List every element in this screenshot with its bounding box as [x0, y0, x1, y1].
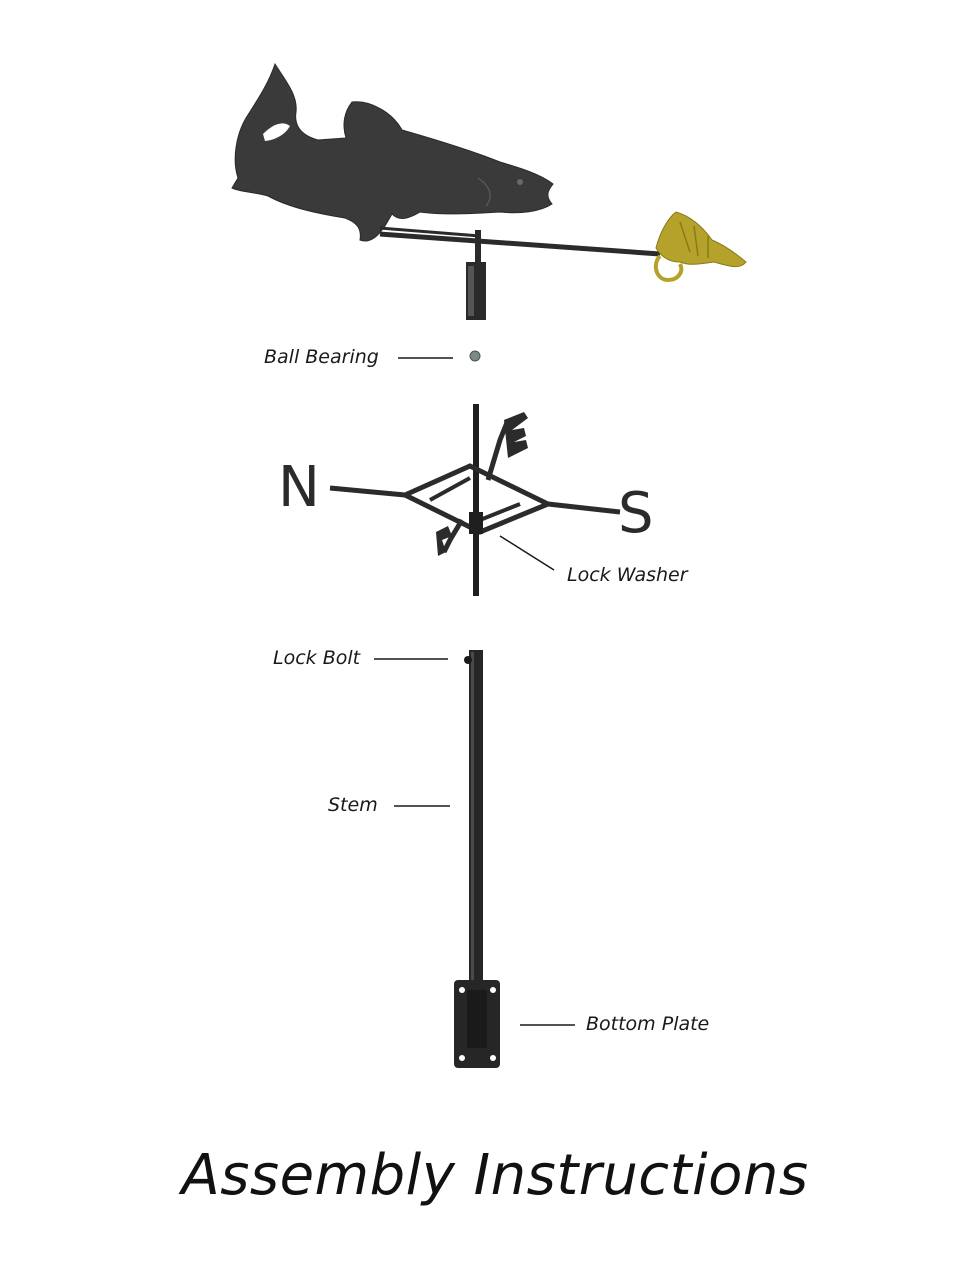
lock-washer	[469, 512, 483, 534]
east-letter	[504, 412, 528, 458]
west-arm	[441, 518, 465, 554]
north-south-arm	[329, 485, 406, 498]
label-stem: Stem	[328, 794, 378, 816]
fish-weathervane-top	[231, 62, 747, 320]
bottom-plate	[454, 980, 500, 1068]
north-south-arm-right	[547, 501, 621, 515]
fish-gill-line	[477, 177, 491, 207]
fish-eye	[517, 179, 523, 185]
arrow-rod-upper	[379, 226, 481, 238]
label-ball-bearing: Ball Bearing	[264, 346, 379, 368]
pivot-tube-highlight	[468, 266, 474, 316]
arrow-rod	[379, 231, 661, 257]
label-bottom-plate: Bottom Plate	[586, 1013, 710, 1035]
lock-washer-leader	[499, 535, 555, 571]
fish-silhouette	[231, 62, 554, 242]
ball-bearing	[469, 350, 481, 362]
directionals-diamond	[399, 463, 555, 535]
page-title: Assembly Instructions	[181, 1143, 809, 1208]
west-letter	[436, 526, 452, 556]
south-letter: S	[618, 481, 654, 546]
label-lock-washer: Lock Washer	[567, 564, 688, 586]
fly-lure	[653, 211, 747, 283]
north-letter: N	[278, 455, 320, 520]
fish-tail-cutout	[263, 123, 290, 141]
lock-bolt	[464, 656, 472, 664]
directionals-assembly	[329, 404, 621, 596]
label-lock-bolt: Lock Bolt	[273, 647, 361, 669]
stem-highlight	[471, 652, 474, 1058]
directionals-diamond-inner	[429, 476, 521, 522]
